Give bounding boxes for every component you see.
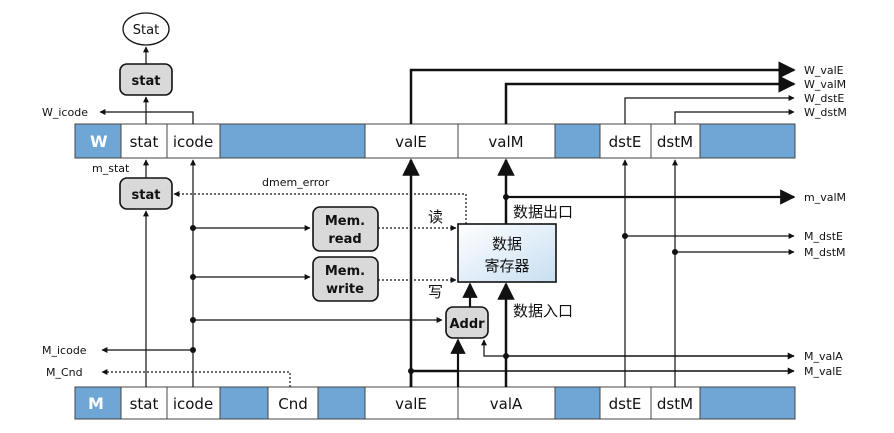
- dmem-error: dmem_error: [173, 176, 467, 224]
- data-out-label: 数据出口: [513, 203, 573, 221]
- icode-bus: M_icode: [42, 159, 443, 387]
- m-register-name: M: [88, 394, 104, 413]
- w-cell-valm: valM: [488, 133, 523, 151]
- m-register: M stat icode Cnd valE valA dstE dstM: [74, 386, 796, 420]
- m-icode-label: M_icode: [42, 344, 87, 357]
- mem-control: Mem. read Mem. write 读 写: [312, 206, 457, 302]
- vale-bus: [402, 61, 796, 387]
- stat-box-w-label: stat: [132, 74, 161, 89]
- out-w-vale: W_valE: [804, 64, 844, 77]
- m-cell-cnd: Cnd: [278, 395, 308, 413]
- w-icode-label: W_icode: [42, 106, 88, 119]
- out-m-valm: m_valM: [804, 191, 846, 204]
- addr-label: Addr: [449, 317, 485, 332]
- m-cell-stat: stat: [130, 395, 159, 413]
- m-cnd-output: M_Cnd: [46, 366, 291, 387]
- mem-write-line1: Mem.: [325, 264, 365, 279]
- data-memory-line1: 数据: [492, 235, 522, 253]
- addr-node: Addr: [445, 282, 507, 387]
- m-cell-vale: valE: [395, 395, 427, 413]
- out-w-valm: W_valM: [804, 78, 846, 91]
- m-stat-label: m_stat: [92, 162, 130, 175]
- data-memory: 数据 寄存器: [457, 223, 557, 283]
- dst-buses: [622, 95, 795, 387]
- stat-column: Stat stat stat m_stat: [92, 12, 173, 387]
- data-memory-line2: 寄存器: [484, 257, 529, 275]
- out-m-vale: M_valE: [804, 365, 842, 378]
- w-cell-dstm: dstM: [657, 133, 693, 151]
- w-cell-stat: stat: [130, 133, 159, 151]
- out-m-dste: M_dstE: [804, 230, 843, 243]
- w-cell-vale: valE: [395, 133, 427, 151]
- w-register-name: W: [90, 132, 108, 151]
- m-cell-vala: valA: [490, 395, 523, 413]
- out-m-dstm: M_dstM: [804, 246, 846, 259]
- mem-read-line1: Mem.: [325, 214, 365, 229]
- m-cell-dste: dstE: [609, 395, 642, 413]
- out-w-dstm: W_dstM: [804, 106, 847, 119]
- read-cn-label: 读: [428, 208, 443, 226]
- out-m-vala: M_valA: [804, 350, 843, 363]
- data-memory-box: [457, 223, 557, 283]
- stat-oval-label: Stat: [133, 23, 159, 38]
- mem-write-box: [312, 256, 379, 302]
- w-cell-icode: icode: [173, 133, 213, 151]
- mem-read-box: [312, 206, 379, 252]
- dmem-error-label: dmem_error: [262, 176, 330, 189]
- w-cell-dste: dstE: [609, 133, 642, 151]
- vala-bus: 数据入口: [497, 282, 795, 387]
- mem-write-line2: write: [326, 282, 364, 297]
- mem-read-line2: read: [328, 232, 361, 247]
- stat-box-m-label: stat: [132, 188, 161, 203]
- m-cell-dstm: dstM: [657, 395, 693, 413]
- stat-oval: [122, 12, 170, 46]
- w-register: W stat icode valE valM dstE dstM: [74, 123, 796, 159]
- addr-box: [445, 306, 489, 339]
- m-cell-icode: icode: [173, 395, 213, 413]
- data-in-label: 数据入口: [513, 302, 573, 320]
- w-icode-output: W_icode: [42, 106, 194, 124]
- write-cn-label: 写: [428, 283, 443, 301]
- valm-bus: 数据出口: [497, 75, 796, 224]
- out-w-dste: W_dstE: [804, 92, 844, 105]
- m-cnd-label: M_Cnd: [46, 366, 83, 379]
- right-outputs: W_valE W_valM W_dstE W_dstM m_valM M_dst…: [804, 64, 847, 378]
